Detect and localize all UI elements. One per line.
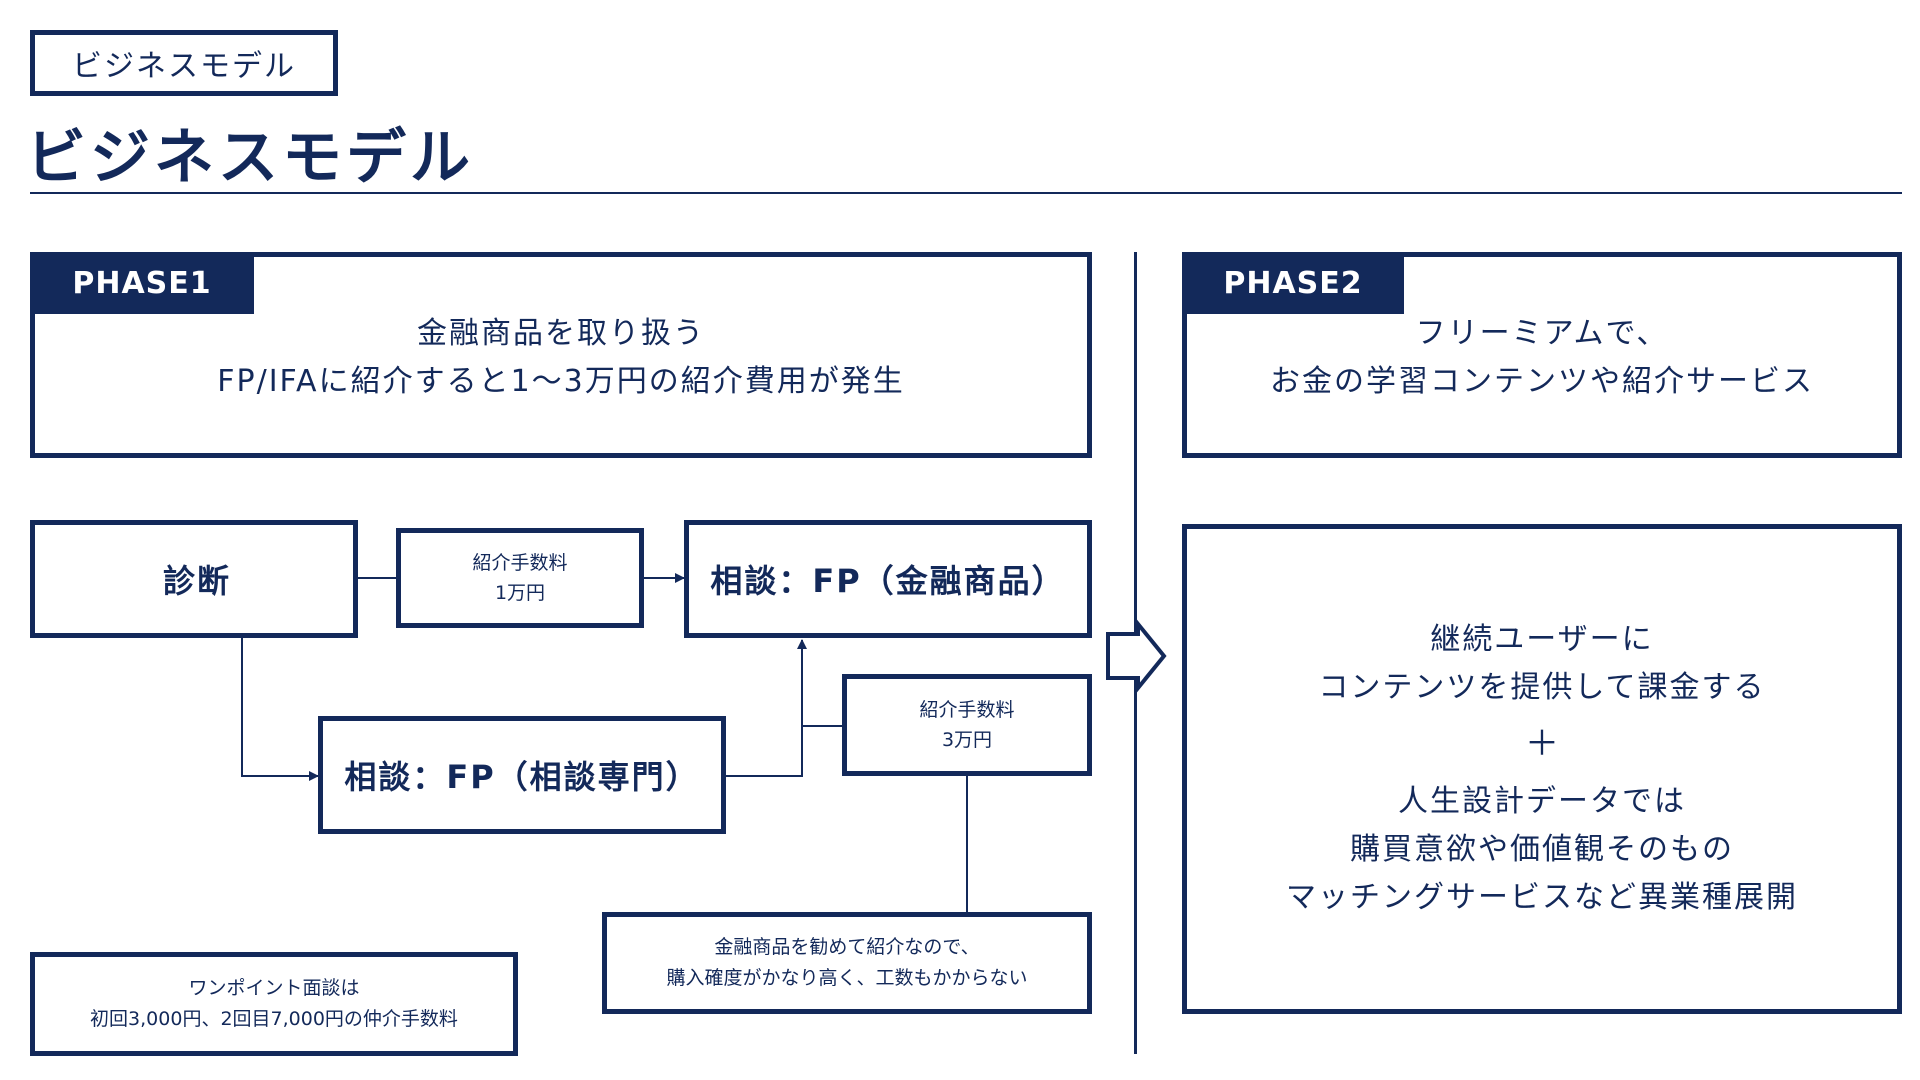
page-title-text: ビジネスモデル [26, 123, 474, 193]
phase2-label: PHASE2 [1182, 252, 1404, 314]
phase2-detail-top: 継続ユーザーに コンテンツを提供して課金する [1318, 622, 1766, 705]
title-underline [30, 192, 1902, 194]
phase2-description: フリーミアムで、 お金の学習コンテンツや紹介サービス [1270, 316, 1814, 399]
consult-specialist-box: 相談：FP（相談専門） [318, 716, 726, 834]
fee3-label: 紹介手数料 3万円 [919, 699, 1015, 751]
plus-sign: ＋ [1525, 724, 1559, 764]
fee1-label: 紹介手数料 1万円 [472, 552, 568, 604]
diagnosis-label: 診断 [163, 562, 232, 600]
phase1-label-text: PHASE1 [72, 265, 212, 301]
phase1-label: PHASE1 [30, 252, 254, 314]
page-title: ビジネスモデル [26, 118, 474, 198]
note-onepoint-text: ワンポイント面談は 初回3,000円、2回目7,000円の仲介手数料 [90, 977, 458, 1030]
fee3-box: 紹介手数料 3万円 [842, 674, 1092, 776]
phase1-box: 金融商品を取り扱う FP/IFAに紹介すると1〜3万円の紹介費用が発生 [30, 252, 1092, 458]
phase-transition-arrow [1106, 618, 1167, 694]
connector-specialist-financial [724, 639, 807, 777]
consult-financial-label: 相談：FP（金融商品） [710, 562, 1066, 600]
section-tag-label: ビジネスモデル [72, 49, 296, 84]
note-onepoint-box: ワンポイント面談は 初回3,000円、2回目7,000円の仲介手数料 [30, 952, 518, 1056]
phase2-label-text: PHASE2 [1223, 265, 1363, 301]
connector-diagnosis-specialist [241, 636, 319, 781]
note-financial-text: 金融商品を勧めて紹介なので、 購入確度がかなり高く、工数もかからない [666, 936, 1028, 989]
section-tag: ビジネスモデル [30, 30, 338, 96]
consult-specialist-label: 相談：FP（相談専門） [344, 758, 700, 796]
phase1-description: 金融商品を取り扱う FP/IFAに紹介すると1〜3万円の紹介費用が発生 [217, 316, 905, 399]
phase2-detail-bottom: 人生設計データでは 購買意欲や価値観そのもの マッチングサービスなど異業種展開 [1286, 784, 1798, 915]
diagnosis-box: 診断 [30, 520, 358, 638]
fee1-box: 紹介手数料 1万円 [396, 528, 644, 628]
phase2-detail-box: 継続ユーザーに コンテンツを提供して課金する ＋ 人生設計データでは 購買意欲や… [1182, 524, 1902, 1014]
note-financial-box: 金融商品を勧めて紹介なので、 購入確度がかなり高く、工数もかからない [602, 912, 1092, 1014]
consult-financial-box: 相談：FP（金融商品） [684, 520, 1092, 638]
